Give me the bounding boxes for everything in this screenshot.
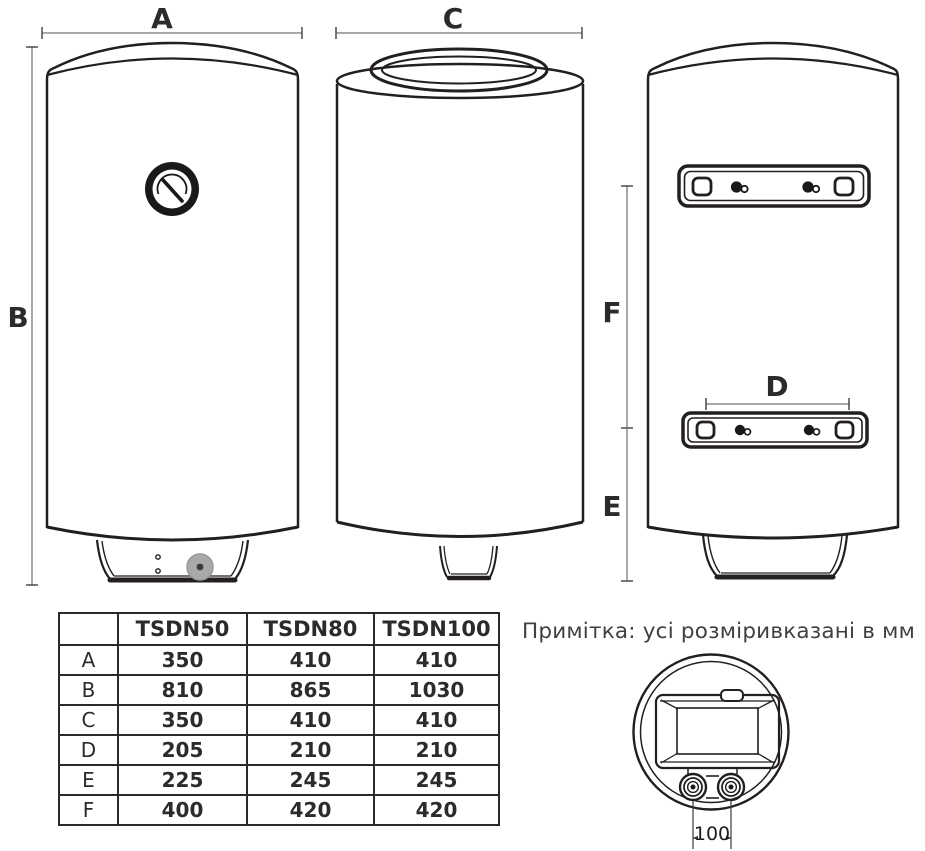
keyhole (802, 181, 821, 194)
cell-value: 350 (117, 704, 248, 736)
temperature-gauge (145, 162, 199, 216)
indicator-dot (155, 568, 161, 574)
dim-label-c: C (443, 2, 464, 35)
cell-value: 420 (373, 794, 500, 826)
thermostat-knob (186, 553, 214, 581)
table-header-row: TSDN50 TSDN80 TSDN100 (58, 612, 500, 646)
dimensions-table: TSDN50 TSDN80 TSDN100 A 350 410 410 B 81… (58, 612, 500, 826)
pipe-left (678, 772, 708, 802)
bottom-view (632, 653, 790, 849)
keyhole (803, 424, 821, 436)
keyhole (730, 181, 749, 194)
cell-value: 810 (117, 674, 248, 706)
cell-value: 205 (117, 734, 248, 766)
row-label: D (58, 734, 119, 766)
bracket-slot (695, 420, 716, 440)
cell-value: 410 (373, 644, 500, 676)
cell-value: 210 (246, 734, 375, 766)
cell-value: 350 (117, 644, 248, 676)
mounting-bracket-lower (681, 411, 869, 449)
dimension-c (335, 27, 583, 39)
front-view (45, 41, 300, 583)
cell-value: 210 (373, 734, 500, 766)
dimension-b (26, 46, 38, 586)
cell-value: 410 (373, 704, 500, 736)
dim-label-a: A (151, 2, 173, 35)
table-header-tsdn100: TSDN100 (373, 612, 500, 646)
pipe-spacing-label: 100 (694, 823, 730, 845)
dim-label-b: B (7, 301, 28, 334)
cell-value: 865 (246, 674, 375, 706)
dimension-f (621, 185, 633, 429)
row-label: F (58, 794, 119, 826)
row-label: A (58, 644, 119, 676)
heating-flange-panel (654, 689, 781, 770)
table-row: C 350 410 410 (58, 704, 500, 736)
row-label: C (58, 704, 119, 736)
table-row: E 225 245 245 (58, 764, 500, 796)
table-row: F 400 420 420 (58, 794, 500, 826)
table-row: B 810 865 1030 (58, 674, 500, 706)
pipe-connections (678, 768, 746, 802)
table-row: A 350 410 410 (58, 644, 500, 676)
cell-value: 410 (246, 704, 375, 736)
cell-value: 400 (117, 794, 248, 826)
cell-value: 410 (246, 644, 375, 676)
bracket-slot (833, 176, 855, 197)
side-view (335, 47, 585, 581)
pipe-right (716, 772, 746, 802)
cell-value: 225 (117, 764, 248, 796)
keyhole (734, 424, 752, 436)
tank-top-rim (335, 62, 585, 100)
panel-tab (720, 689, 744, 702)
table-header-tsdn50: TSDN50 (117, 612, 248, 646)
dim-label-e: E (602, 490, 621, 523)
cell-value: 245 (373, 764, 500, 796)
dimension-d (705, 398, 850, 410)
table-header-tsdn80: TSDN80 (246, 612, 375, 646)
table-header-empty (58, 612, 119, 646)
units-note: Примітка: усі розміривказані в мм (522, 619, 915, 644)
cell-value: 1030 (373, 674, 500, 706)
bracket-slot (834, 420, 855, 440)
table-row: D 205 210 210 (58, 734, 500, 766)
dimension-a (41, 27, 303, 39)
tank-lid (369, 47, 549, 93)
row-label: B (58, 674, 119, 706)
row-label: E (58, 764, 119, 796)
indicator-dot (155, 554, 161, 560)
dimension-e (621, 428, 633, 582)
dim-label-d: D (765, 370, 788, 403)
mounting-bracket-upper (677, 164, 871, 208)
cell-value: 245 (246, 764, 375, 796)
gauge-needle (161, 178, 184, 203)
back-view (646, 41, 900, 580)
dim-label-f: F (602, 296, 621, 329)
cell-value: 420 (246, 794, 375, 826)
bracket-slot (691, 176, 713, 197)
tank-lid-inner (381, 55, 537, 85)
